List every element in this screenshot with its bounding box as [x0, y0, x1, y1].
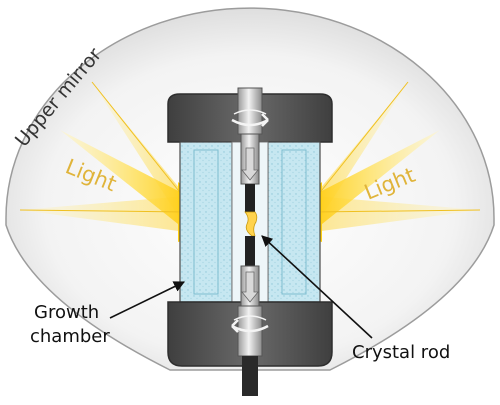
crystal-rod-label: Crystal rod [352, 342, 450, 363]
growth-chamber-right-wall [267, 141, 321, 303]
lower-down-arrow [241, 271, 259, 303]
upper-rotation-icon [231, 109, 269, 127]
growth-chamber-leader-line [109, 281, 186, 319]
crystal-rod-leader-line [261, 235, 373, 339]
upper-down-arrow [241, 147, 259, 181]
lower-rotation-icon [231, 315, 269, 333]
growth-chamber-label-line1: Growth [34, 302, 99, 323]
growth-chamber-left-wall [179, 141, 233, 303]
growth-chamber-label-line2: chamber [30, 326, 110, 347]
